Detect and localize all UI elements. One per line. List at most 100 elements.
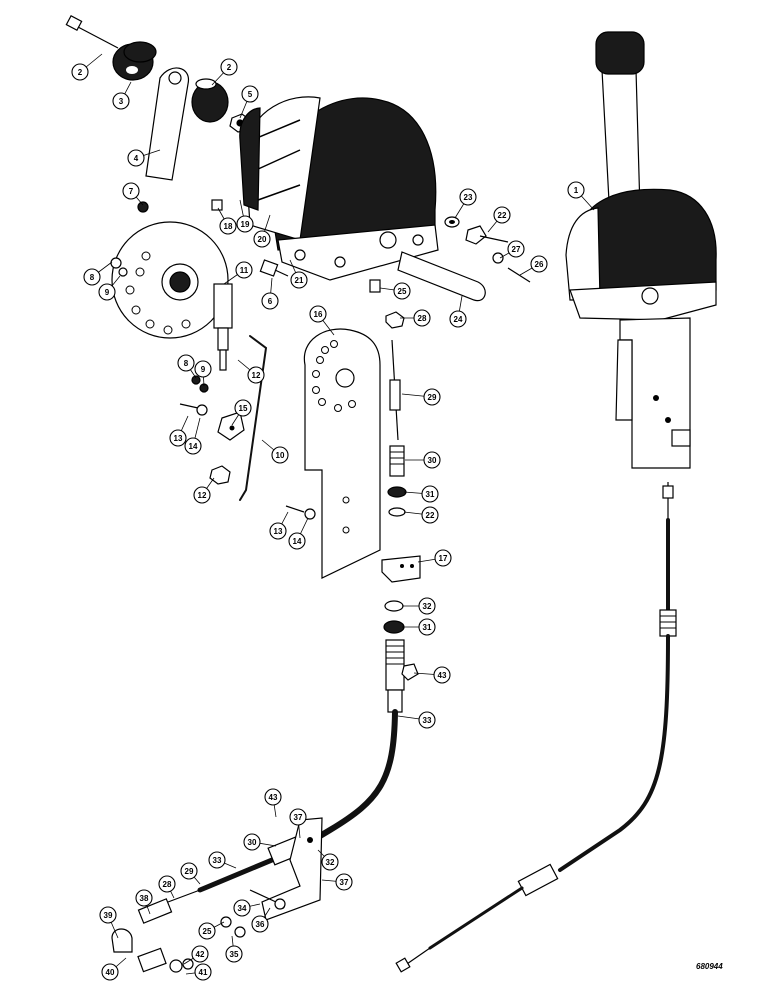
callout-label: 32: [326, 858, 335, 867]
callout-label: 4: [134, 154, 139, 163]
callout-c29a: 29: [423, 388, 441, 406]
callout-c31a: 31: [421, 485, 439, 503]
detent-plate: [111, 221, 229, 339]
callout-c14b: 14: [288, 532, 306, 550]
callout-label: 40: [106, 968, 115, 977]
callout-c12a: 12: [247, 366, 265, 384]
callout-c9b: 9: [194, 360, 212, 378]
callout-label: 18: [224, 222, 233, 231]
callout-label: 30: [428, 456, 437, 465]
callout-label: 19: [241, 220, 250, 229]
callout-c14a: 14: [184, 437, 202, 455]
lever-arm-part-4: [145, 67, 189, 181]
callout-label: 36: [256, 920, 265, 929]
callout-label: 21: [295, 276, 304, 285]
callout-c26: 26: [530, 255, 548, 273]
washers-part-32-31: [383, 600, 405, 634]
callout-c34: 34: [233, 899, 251, 917]
nut-part-28: [385, 311, 405, 329]
callout-c32b: 32: [321, 853, 339, 871]
washer-part-7: [137, 201, 149, 213]
pin-part-24: [397, 251, 486, 302]
nut-part-12b: [209, 465, 231, 485]
washers-part-8-9: [110, 257, 128, 277]
switch-part-11: [213, 283, 233, 371]
callout-c31b: 31: [418, 618, 436, 636]
screw-part-25: [369, 279, 381, 293]
callout-c39: 39: [99, 906, 117, 924]
sleeve-part-30: [389, 445, 405, 477]
callout-c12b: 12: [193, 486, 211, 504]
control-head-housing: [244, 96, 439, 281]
callout-label: 32: [423, 602, 432, 611]
callout-label: 15: [239, 404, 248, 413]
callout-label: 12: [252, 371, 261, 380]
callout-c5: 5: [241, 85, 259, 103]
bolt-part-2: [65, 14, 119, 49]
callout-label: 28: [418, 314, 427, 323]
callout-label: 14: [189, 442, 198, 451]
callout-c24: 24: [449, 310, 467, 328]
grease-fitting-part-43a: [401, 663, 419, 681]
callout-c23: 23: [459, 188, 477, 206]
callout-label: 33: [213, 856, 222, 865]
callout-c37b: 37: [335, 873, 353, 891]
clip-part-17: [381, 555, 421, 583]
callout-label: 22: [426, 511, 435, 520]
callout-label: 29: [428, 393, 437, 402]
callout-label: 43: [269, 793, 278, 802]
callout-c22a: 22: [493, 206, 511, 224]
callout-label: 16: [314, 310, 323, 319]
callout-c33b: 33: [208, 851, 226, 869]
callout-c17: 17: [434, 549, 452, 567]
callout-c40: 40: [101, 963, 119, 981]
callout-c3a: 3: [112, 92, 130, 110]
callout-c28a: 28: [413, 309, 431, 327]
callout-label: 39: [104, 911, 113, 920]
callout-c8a: 8: [83, 268, 101, 286]
callout-c27: 27: [507, 240, 525, 258]
callout-c6: 6: [261, 292, 279, 310]
callout-c13a: 13: [169, 429, 187, 447]
bolt-part-22: [465, 225, 509, 245]
bolt-part-13b: [285, 505, 316, 520]
callout-label: 5: [248, 90, 253, 99]
callout-label: 14: [293, 537, 302, 546]
screw-part-18: [211, 199, 223, 211]
mounting-bracket-part-16: [303, 328, 381, 579]
callout-label: 3: [119, 97, 124, 106]
figure-id: 680944: [696, 962, 723, 971]
callout-c35: 35: [225, 945, 243, 963]
callout-c36: 36: [251, 915, 269, 933]
callout-c10: 10: [271, 446, 289, 464]
callout-c43b: 43: [264, 788, 282, 806]
callout-c19: 19: [236, 215, 254, 233]
callout-label: 42: [196, 950, 205, 959]
callout-label: 2: [78, 68, 83, 77]
callout-label: 25: [398, 287, 407, 296]
callout-c32a: 32: [418, 597, 436, 615]
bolt-part-34-36: [220, 889, 286, 938]
callout-c15: 15: [234, 399, 252, 417]
callout-c42: 42: [191, 945, 209, 963]
callout-c28b: 28: [158, 875, 176, 893]
callout-c18: 18: [219, 217, 237, 235]
callout-label: 8: [90, 273, 95, 282]
rod-part-29: [389, 339, 401, 441]
callout-label: 28: [163, 880, 172, 889]
callout-c38: 38: [135, 889, 153, 907]
callout-label: 20: [258, 235, 267, 244]
callout-label: 10: [276, 451, 285, 460]
callout-label: 22: [498, 211, 507, 220]
gasket-part-19: [239, 107, 261, 211]
callout-label: 13: [174, 434, 183, 443]
callout-label: 2: [227, 63, 232, 72]
callout-label: 11: [240, 266, 249, 275]
callout-c21: 21: [290, 271, 308, 289]
bolt-part-26: [507, 267, 531, 283]
callout-c29b: 29: [180, 862, 198, 880]
knob-part-2b: [191, 78, 229, 123]
callout-c2a: 2: [71, 63, 89, 81]
